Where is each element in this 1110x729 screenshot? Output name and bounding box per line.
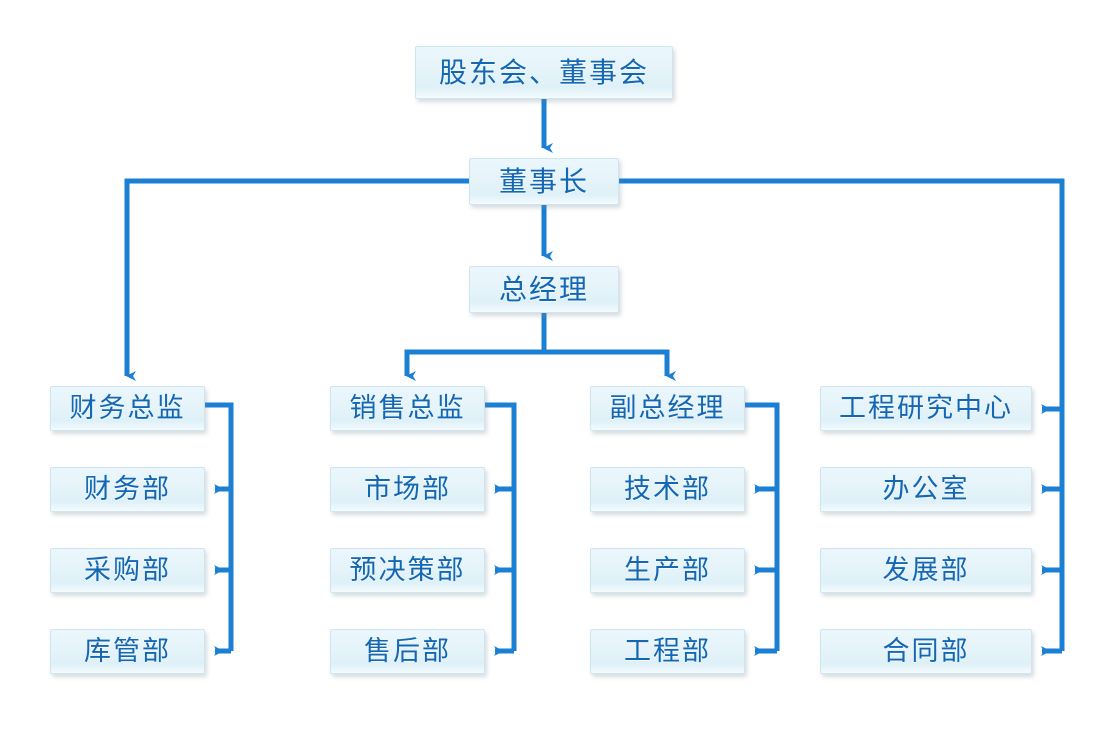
node-finance-head[interactable]: 财务总监 xyxy=(50,386,205,431)
node-deputy-child-3[interactable]: 工程部 xyxy=(590,629,745,674)
node-finance-child-3[interactable]: 库管部 xyxy=(50,629,205,674)
edge-sales-trunk xyxy=(485,402,517,651)
edge-finance-trunk xyxy=(205,402,234,651)
node-sales-child-2[interactable]: 预决策部 xyxy=(330,548,485,593)
node-deputy-child-1[interactable]: 技术部 xyxy=(590,467,745,512)
node-research-head[interactable]: 工程研究中心 xyxy=(820,386,1032,431)
node-sales-child-1[interactable]: 市场部 xyxy=(330,467,485,512)
edge-chairman-to-finance xyxy=(124,178,469,381)
node-deputy-head[interactable]: 副总经理 xyxy=(590,386,745,431)
node-research-child-3[interactable]: 合同部 xyxy=(820,629,1032,674)
node-chairman[interactable]: 董事长 xyxy=(469,158,619,205)
node-finance-child-2[interactable]: 采购部 xyxy=(50,548,205,593)
node-deputy-child-2[interactable]: 生产部 xyxy=(590,548,745,593)
edge-deputy-trunk xyxy=(745,402,780,651)
node-sales-head[interactable]: 销售总监 xyxy=(330,386,485,431)
node-sales-child-3[interactable]: 售后部 xyxy=(330,629,485,674)
node-finance-child-1[interactable]: 财务部 xyxy=(50,467,205,512)
node-board[interactable]: 股东会、董事会 xyxy=(415,46,673,99)
edge-chairman-to-research xyxy=(619,178,1065,409)
node-research-child-1[interactable]: 办公室 xyxy=(820,467,1032,512)
edge-gm-to-deputy xyxy=(544,349,676,381)
node-research-child-2[interactable]: 发展部 xyxy=(820,548,1032,593)
edge-gm-to-sales xyxy=(404,349,544,381)
node-general-manager[interactable]: 总经理 xyxy=(469,266,619,313)
